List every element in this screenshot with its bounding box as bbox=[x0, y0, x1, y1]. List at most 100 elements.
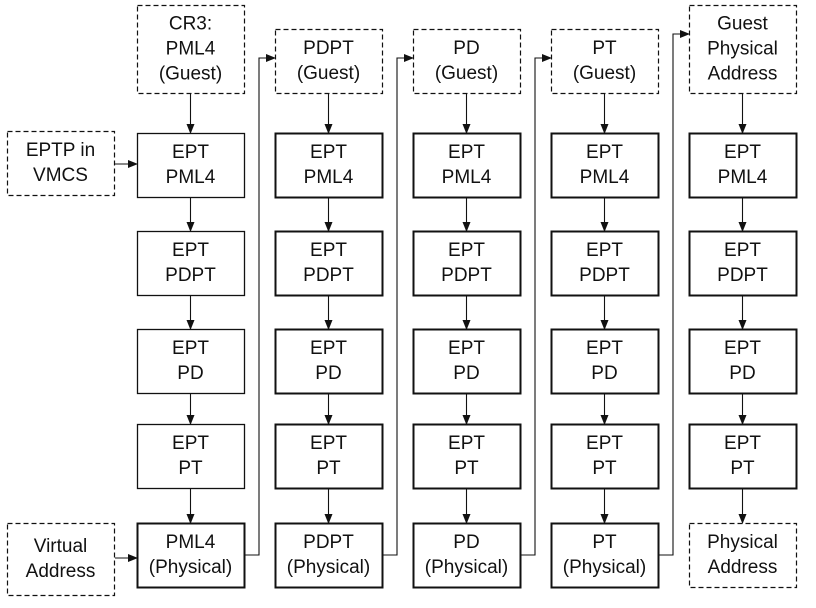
column-2-ept-box-3-label-line: EPT bbox=[310, 338, 347, 359]
column-4-ept-box-3-label-line: PD bbox=[591, 363, 617, 384]
column-5-bottom-box-label-line: Address bbox=[708, 557, 778, 578]
column-4-ept-box-1-border bbox=[550, 132, 660, 199]
column-1-ept-box-1-label-line: PML4 bbox=[166, 167, 216, 188]
column-4-ept-box-3-border bbox=[550, 328, 660, 395]
column-5-ept-box-4-label-line: EPT bbox=[724, 433, 761, 454]
column-2-ept-box-4-label-line: PT bbox=[316, 458, 341, 479]
column-4-ept-box-3: EPT PD bbox=[550, 328, 660, 395]
virtual-address-box-label-line: Address bbox=[26, 561, 96, 582]
virtual-address-box-border bbox=[6, 522, 116, 597]
column-4-top-box: PT(Guest) bbox=[550, 28, 660, 95]
column-5-ept-box-4: EPT PT bbox=[688, 423, 798, 490]
column-5-bottom-box-border bbox=[688, 522, 798, 589]
column-2-top-box-border bbox=[274, 28, 384, 95]
column-4-bottom-box-label-line: (Physical) bbox=[563, 557, 646, 578]
column-3-ept-box-4: EPT PT bbox=[412, 423, 522, 490]
column-3-ept-box-2-label-line: EPT bbox=[448, 240, 485, 261]
column-3-top-box: PD (Guest) bbox=[412, 28, 522, 95]
column-4-bottom-box-label-line: PT bbox=[592, 532, 617, 553]
column-5-top-box-label-line: Physical bbox=[707, 39, 778, 60]
eptp-in-vmcs-box-border bbox=[6, 130, 116, 197]
column-3-ept-box-4-border bbox=[412, 423, 522, 490]
column-2-ept-box-2-border bbox=[274, 230, 384, 297]
column-1-top-box-label-line: CR3: bbox=[169, 14, 212, 35]
column-3-top-box-label-line: PD bbox=[453, 38, 479, 59]
column-3-bottom-box-border bbox=[412, 522, 522, 589]
column-2-top-box-label-line: PDPT bbox=[303, 38, 354, 59]
column-1-top-box-label-line: (Guest) bbox=[159, 64, 222, 85]
column-4-ept-box-4-label-line: EPT bbox=[586, 433, 623, 454]
column-1-top-box-border bbox=[136, 4, 246, 95]
column-2-top-box: PDPT (Guest) bbox=[274, 28, 384, 95]
column-3-ept-box-4-label-line: EPT bbox=[448, 433, 485, 454]
column-3-ept-box-2-label-line: PDPT bbox=[441, 265, 492, 286]
column-1-ept-box-3-border bbox=[136, 328, 246, 395]
column-4-ept-box-1-label-line: PML4 bbox=[580, 167, 630, 188]
column-2-ept-box-1-label-line: EPT bbox=[310, 142, 347, 163]
column-3-ept-box-2: EPT PDPT bbox=[412, 230, 522, 297]
column-2-bottom-box-label-line: PDPT bbox=[303, 532, 354, 553]
column-2-top-box-label-line: (Guest) bbox=[297, 63, 360, 84]
column-3-top-box-border bbox=[412, 28, 522, 95]
column-4-ept-box-2-label-line: EPT bbox=[586, 240, 623, 261]
column-5-ept-box-1-border bbox=[688, 132, 798, 199]
column-2-ept-box-2-label-line: PDPT bbox=[303, 265, 354, 286]
column-5-ept-box-2-border bbox=[688, 230, 798, 297]
column-5-ept-box-1-label-line: EPT bbox=[724, 142, 761, 163]
column-2-ept-box-1: EPT PML4 bbox=[274, 132, 384, 199]
column-2-bottom-box-label-line: (Physical) bbox=[287, 557, 370, 578]
column-1-top-box: CR3: PML4 (Guest) bbox=[136, 4, 246, 95]
connector-column-1-to-2 bbox=[245, 54, 276, 556]
virtual-address-box-label-line: Virtual bbox=[34, 536, 88, 557]
column-1-ept-box-3-label-line: PD bbox=[177, 363, 203, 384]
column-3-top-box-label-line: (Guest) bbox=[435, 63, 498, 84]
column-1-ept-box-4-border bbox=[136, 423, 246, 490]
column-4-ept-box-1-label-line: EPT bbox=[586, 142, 623, 163]
column-1-bottom-box: PML4 (Physical) bbox=[136, 522, 246, 589]
column-4-ept-box-2: EPT PDPT bbox=[550, 230, 660, 297]
column-1-ept-box-1-label-line: EPT bbox=[172, 142, 209, 163]
column-4-ept-box-4-label-line: PT bbox=[592, 458, 617, 479]
column-4-top-box-border bbox=[550, 28, 660, 95]
column-5-ept-box-1-label-line: PML4 bbox=[718, 167, 768, 188]
column-1-ept-box-2-label-line: EPT bbox=[172, 240, 209, 261]
column-1-ept-box-2-label-line: PDPT bbox=[165, 265, 216, 286]
column-3-bottom-box-label-line: PD bbox=[453, 532, 479, 553]
column-3-ept-box-1: EPT PML4 bbox=[412, 132, 522, 199]
column-3-ept-box-1-label-line: PML4 bbox=[442, 167, 492, 188]
column-1-bottom-box-label-line: PML4 bbox=[166, 532, 216, 553]
column-4-ept-box-3-label-line: EPT bbox=[586, 338, 623, 359]
column-1-top-box-label-line: PML4 bbox=[166, 39, 216, 60]
column-4-ept-box-2-label-line: PDPT bbox=[579, 265, 630, 286]
column-2-bottom-box: PDPT (Physical) bbox=[274, 522, 384, 589]
column-5-ept-box-2-label-line: PDPT bbox=[717, 265, 768, 286]
column-5-ept-box-4-label-line: PT bbox=[730, 458, 755, 479]
eptp-in-vmcs-box-label-line: EPTP in bbox=[26, 140, 95, 161]
column-1-ept-box-2: EPT PDPT bbox=[136, 230, 246, 297]
column-4-top-box-label-line: (Guest) bbox=[573, 63, 636, 84]
column-4-bottom-box-border bbox=[550, 522, 660, 589]
column-5-ept-box-1: EPT PML4 bbox=[688, 132, 798, 199]
connector-column-4-to-5 bbox=[659, 30, 690, 556]
column-2-ept-box-1-label-line: PML4 bbox=[304, 167, 354, 188]
column-3-ept-box-3-label-line: EPT bbox=[448, 338, 485, 359]
connector-column-2-to-3 bbox=[383, 54, 414, 556]
column-1-ept-box-1: EPT PML4 bbox=[136, 132, 246, 199]
column-5-top-box-border bbox=[688, 4, 798, 95]
column-5-bottom-box-label-line: Physical bbox=[707, 532, 778, 553]
column-4-ept-box-4: EPT PT bbox=[550, 423, 660, 490]
column-3-ept-box-4-label-line: PT bbox=[454, 458, 479, 479]
column-3-bottom-box: PD(Physical) bbox=[412, 522, 522, 589]
column-3-ept-box-1-label-line: EPT bbox=[448, 142, 485, 163]
column-1-bottom-box-label-line: (Physical) bbox=[149, 557, 232, 578]
column-4-ept-box-1: EPT PML4 bbox=[550, 132, 660, 199]
